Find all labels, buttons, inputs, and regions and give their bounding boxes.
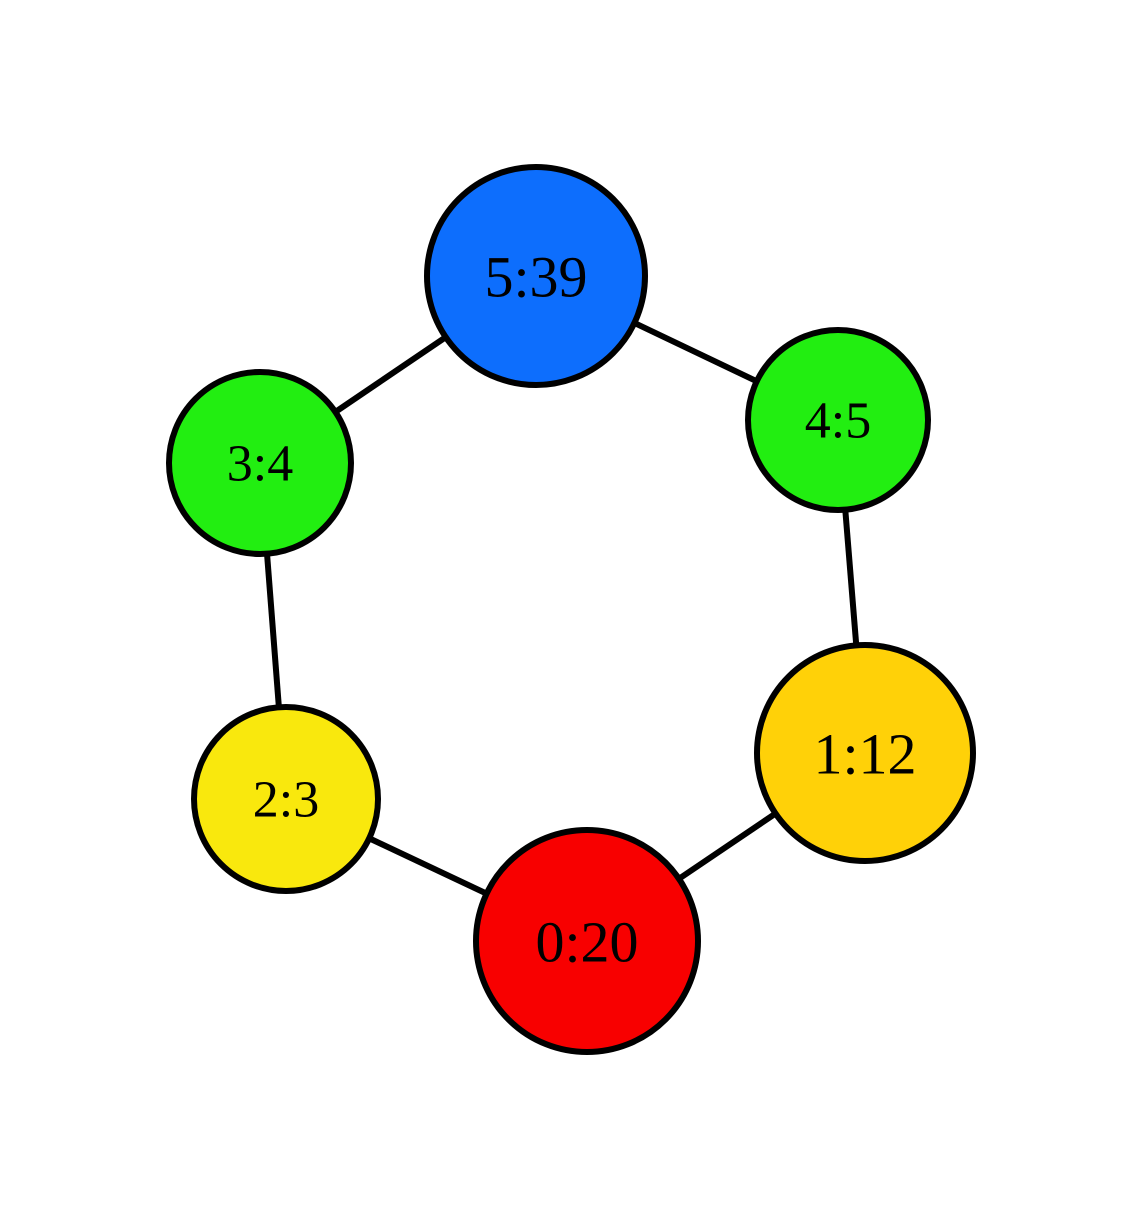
graph-edge — [634, 321, 757, 384]
graph-node[interactable]: 5:39 — [424, 164, 648, 388]
graph-node[interactable]: 3:4 — [166, 369, 354, 557]
graph-edge — [842, 511, 860, 644]
node-circle[interactable] — [473, 827, 701, 1055]
graph-edge — [335, 335, 446, 414]
graph-node[interactable]: 1:12 — [754, 642, 976, 864]
node-circle[interactable] — [424, 164, 648, 388]
graph-edge — [678, 812, 776, 881]
graph-edge — [369, 836, 487, 896]
edges-layer — [264, 321, 860, 896]
graph-edge — [264, 555, 282, 706]
node-circle[interactable] — [191, 704, 381, 894]
node-circle[interactable] — [754, 642, 976, 864]
node-circle[interactable] — [745, 327, 931, 513]
graph-node[interactable]: 0:20 — [473, 827, 701, 1055]
graph-node[interactable]: 2:3 — [191, 704, 381, 894]
node-circle[interactable] — [166, 369, 354, 557]
graph-node[interactable]: 4:5 — [745, 327, 931, 513]
